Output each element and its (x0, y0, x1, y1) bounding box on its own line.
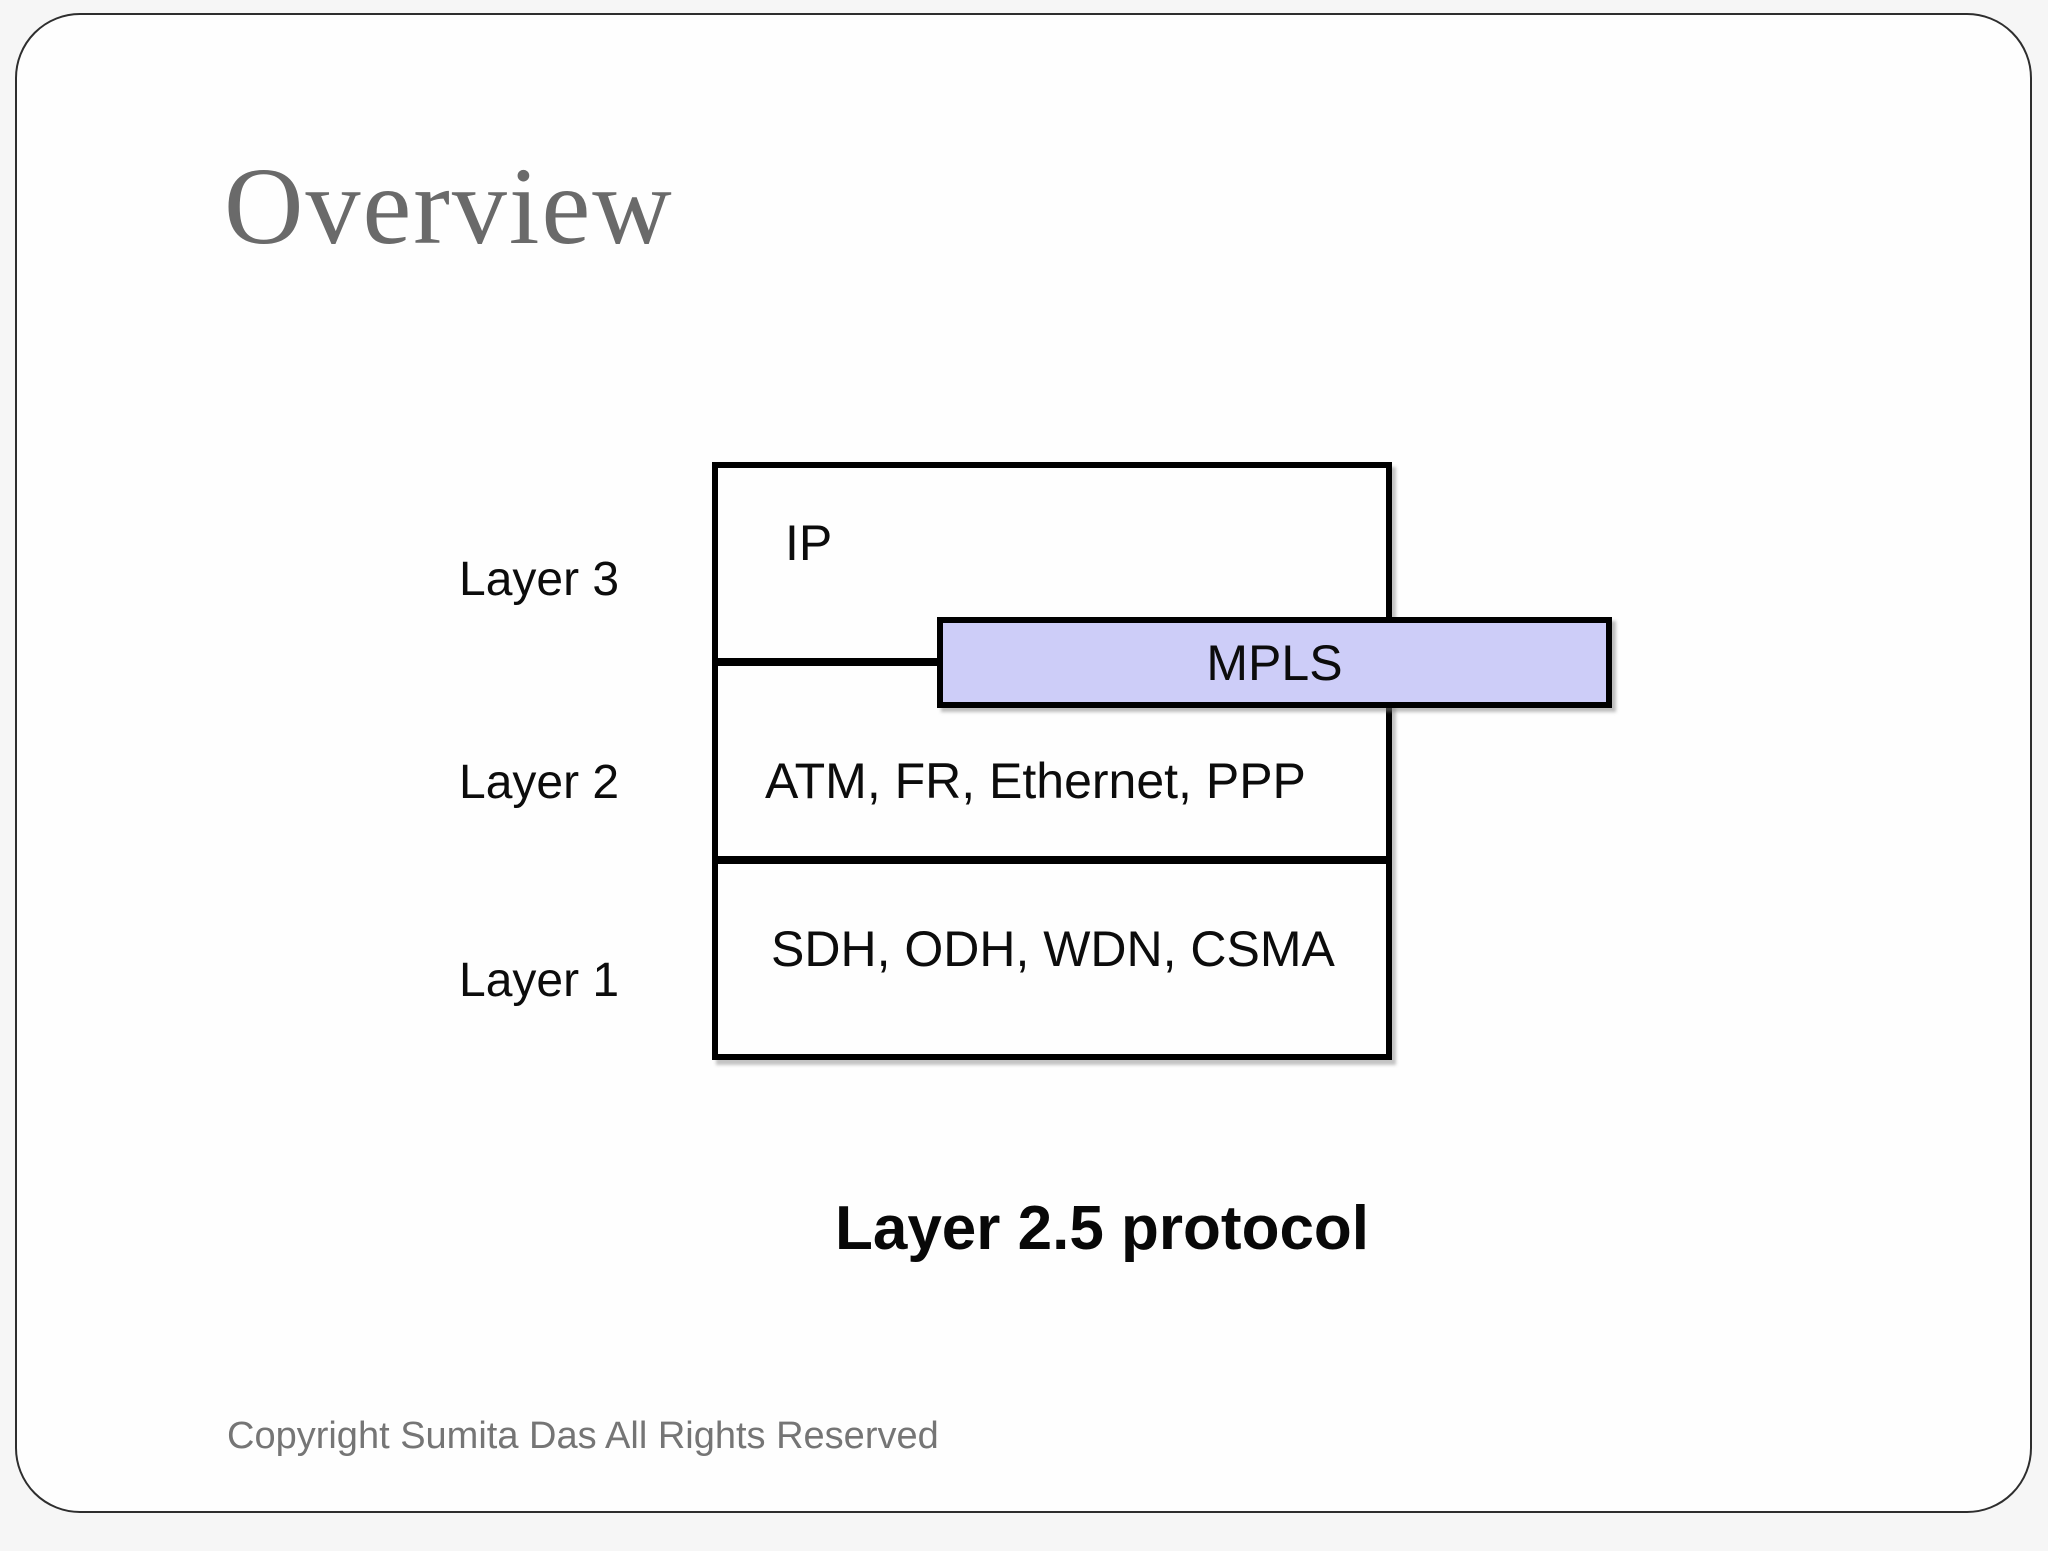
protocol-stack-box: IP ATM, FR, Ethernet, PPP SDH, ODH, WDN,… (712, 462, 1392, 1060)
mpls-overlay-box: MPLS (937, 617, 1612, 708)
layer3-layer2-divider (718, 658, 950, 666)
slide-title: Overview (224, 145, 674, 267)
copyright-footer: Copyright Sumita Das All Rights Reserved (227, 1415, 939, 1457)
layer-2-content: ATM, FR, Ethernet, PPP (765, 753, 1306, 809)
layer-stack-diagram: Layer 3 Layer 2 Layer 1 IP ATM, FR, Ethe… (17, 15, 2048, 1551)
layer-2-label: Layer 2 (459, 756, 620, 809)
mpls-label: MPLS (1206, 634, 1343, 691)
layer-1-label: Layer 1 (459, 954, 620, 1007)
layer-3-label: Layer 3 (459, 553, 620, 606)
slide: Overview Layer 3 Layer 2 Layer 1 IP ATM,… (15, 13, 2032, 1513)
layer-1-content: SDH, ODH, WDN, CSMA (771, 921, 1335, 977)
layer-3-content: IP (785, 515, 833, 571)
diagram-caption: Layer 2.5 protocol (834, 1194, 1370, 1263)
layer2-layer1-divider (718, 856, 1386, 864)
